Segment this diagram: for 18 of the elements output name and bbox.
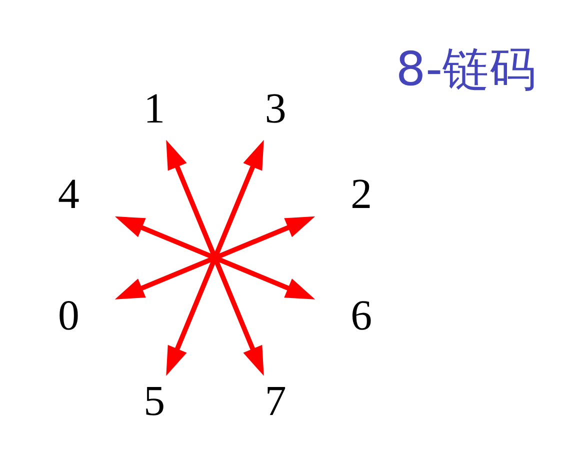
node-text: 0 xyxy=(58,292,80,339)
arrow xyxy=(214,260,264,376)
node-text: 2 xyxy=(350,170,372,218)
node-text: 7 xyxy=(264,378,286,425)
arrow xyxy=(114,256,212,299)
arrow xyxy=(218,216,316,258)
node-text: 6 xyxy=(350,292,372,339)
node-text: 5 xyxy=(144,378,166,425)
node-text: 4 xyxy=(58,170,80,218)
node-text: 1 xyxy=(144,84,166,132)
arrow xyxy=(214,139,264,255)
label: 8-链码 xyxy=(396,42,537,96)
arrow xyxy=(114,216,212,258)
arrow xyxy=(166,260,216,376)
arrow xyxy=(218,256,316,299)
node-text: 3 xyxy=(264,84,286,132)
node-point xyxy=(210,252,220,262)
arrow xyxy=(166,139,216,255)
